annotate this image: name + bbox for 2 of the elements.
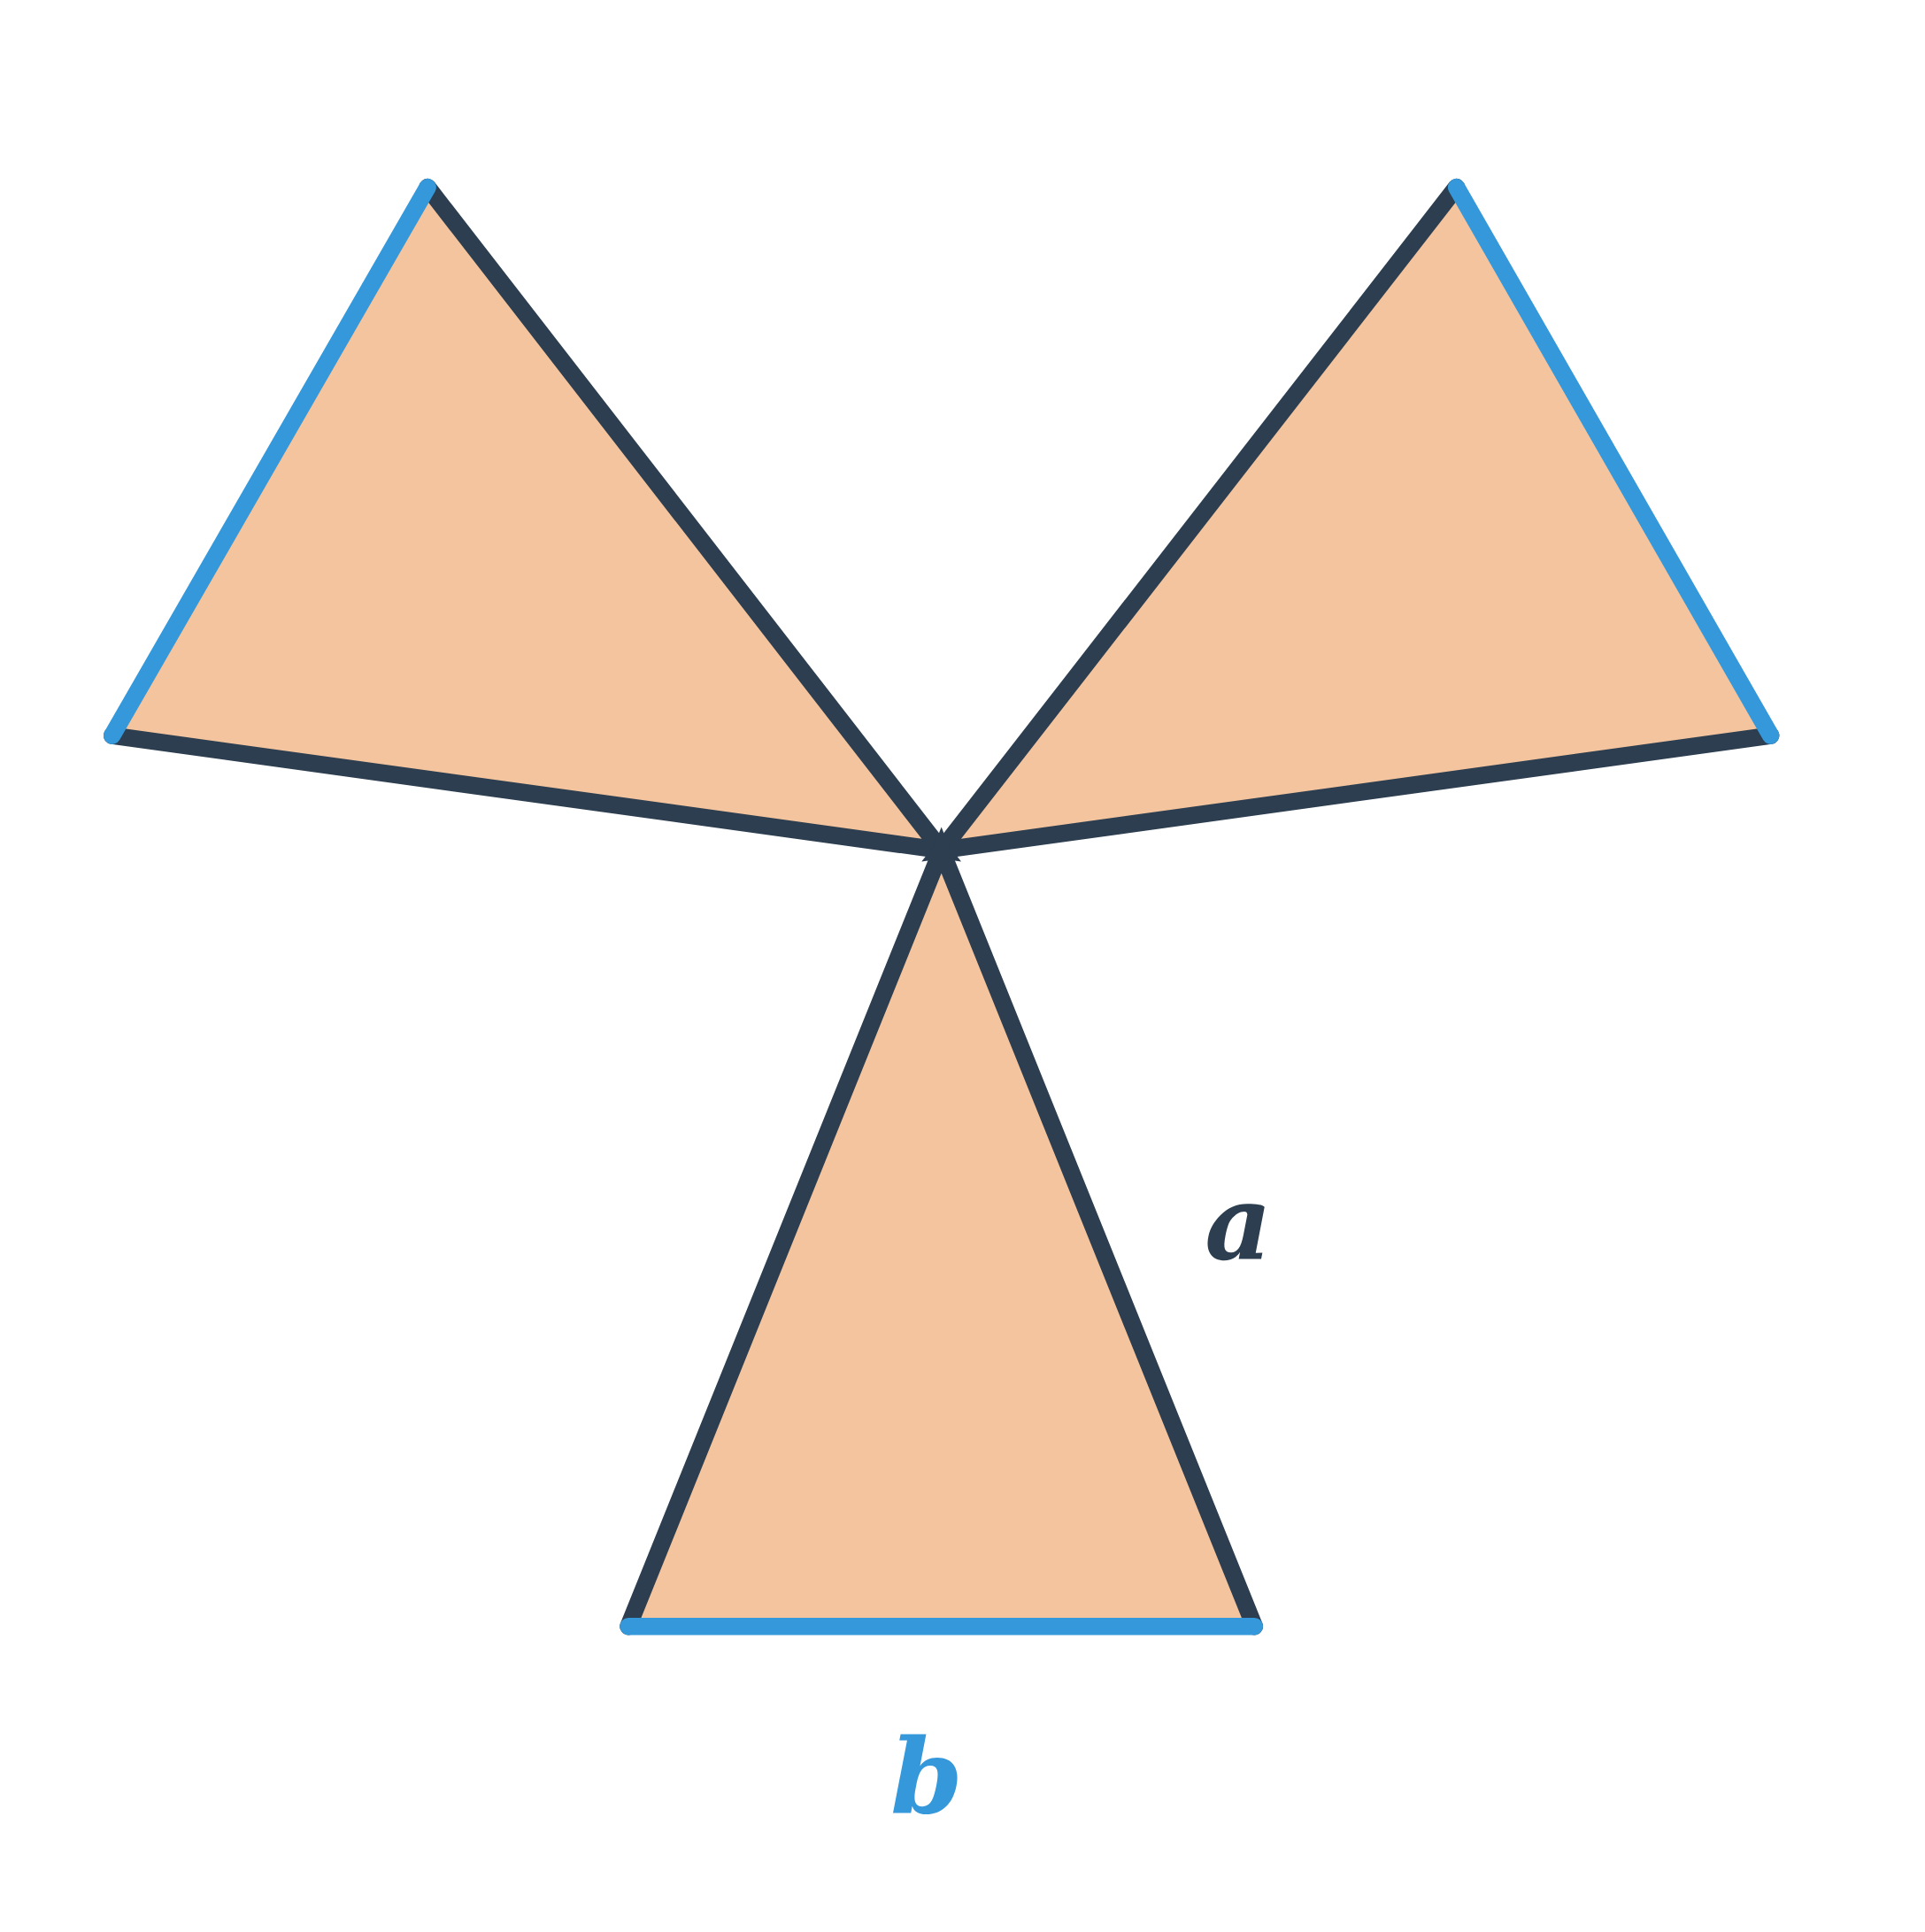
side-label: a: [1207, 1204, 1265, 1261]
side-label: b: [893, 1734, 958, 1815]
